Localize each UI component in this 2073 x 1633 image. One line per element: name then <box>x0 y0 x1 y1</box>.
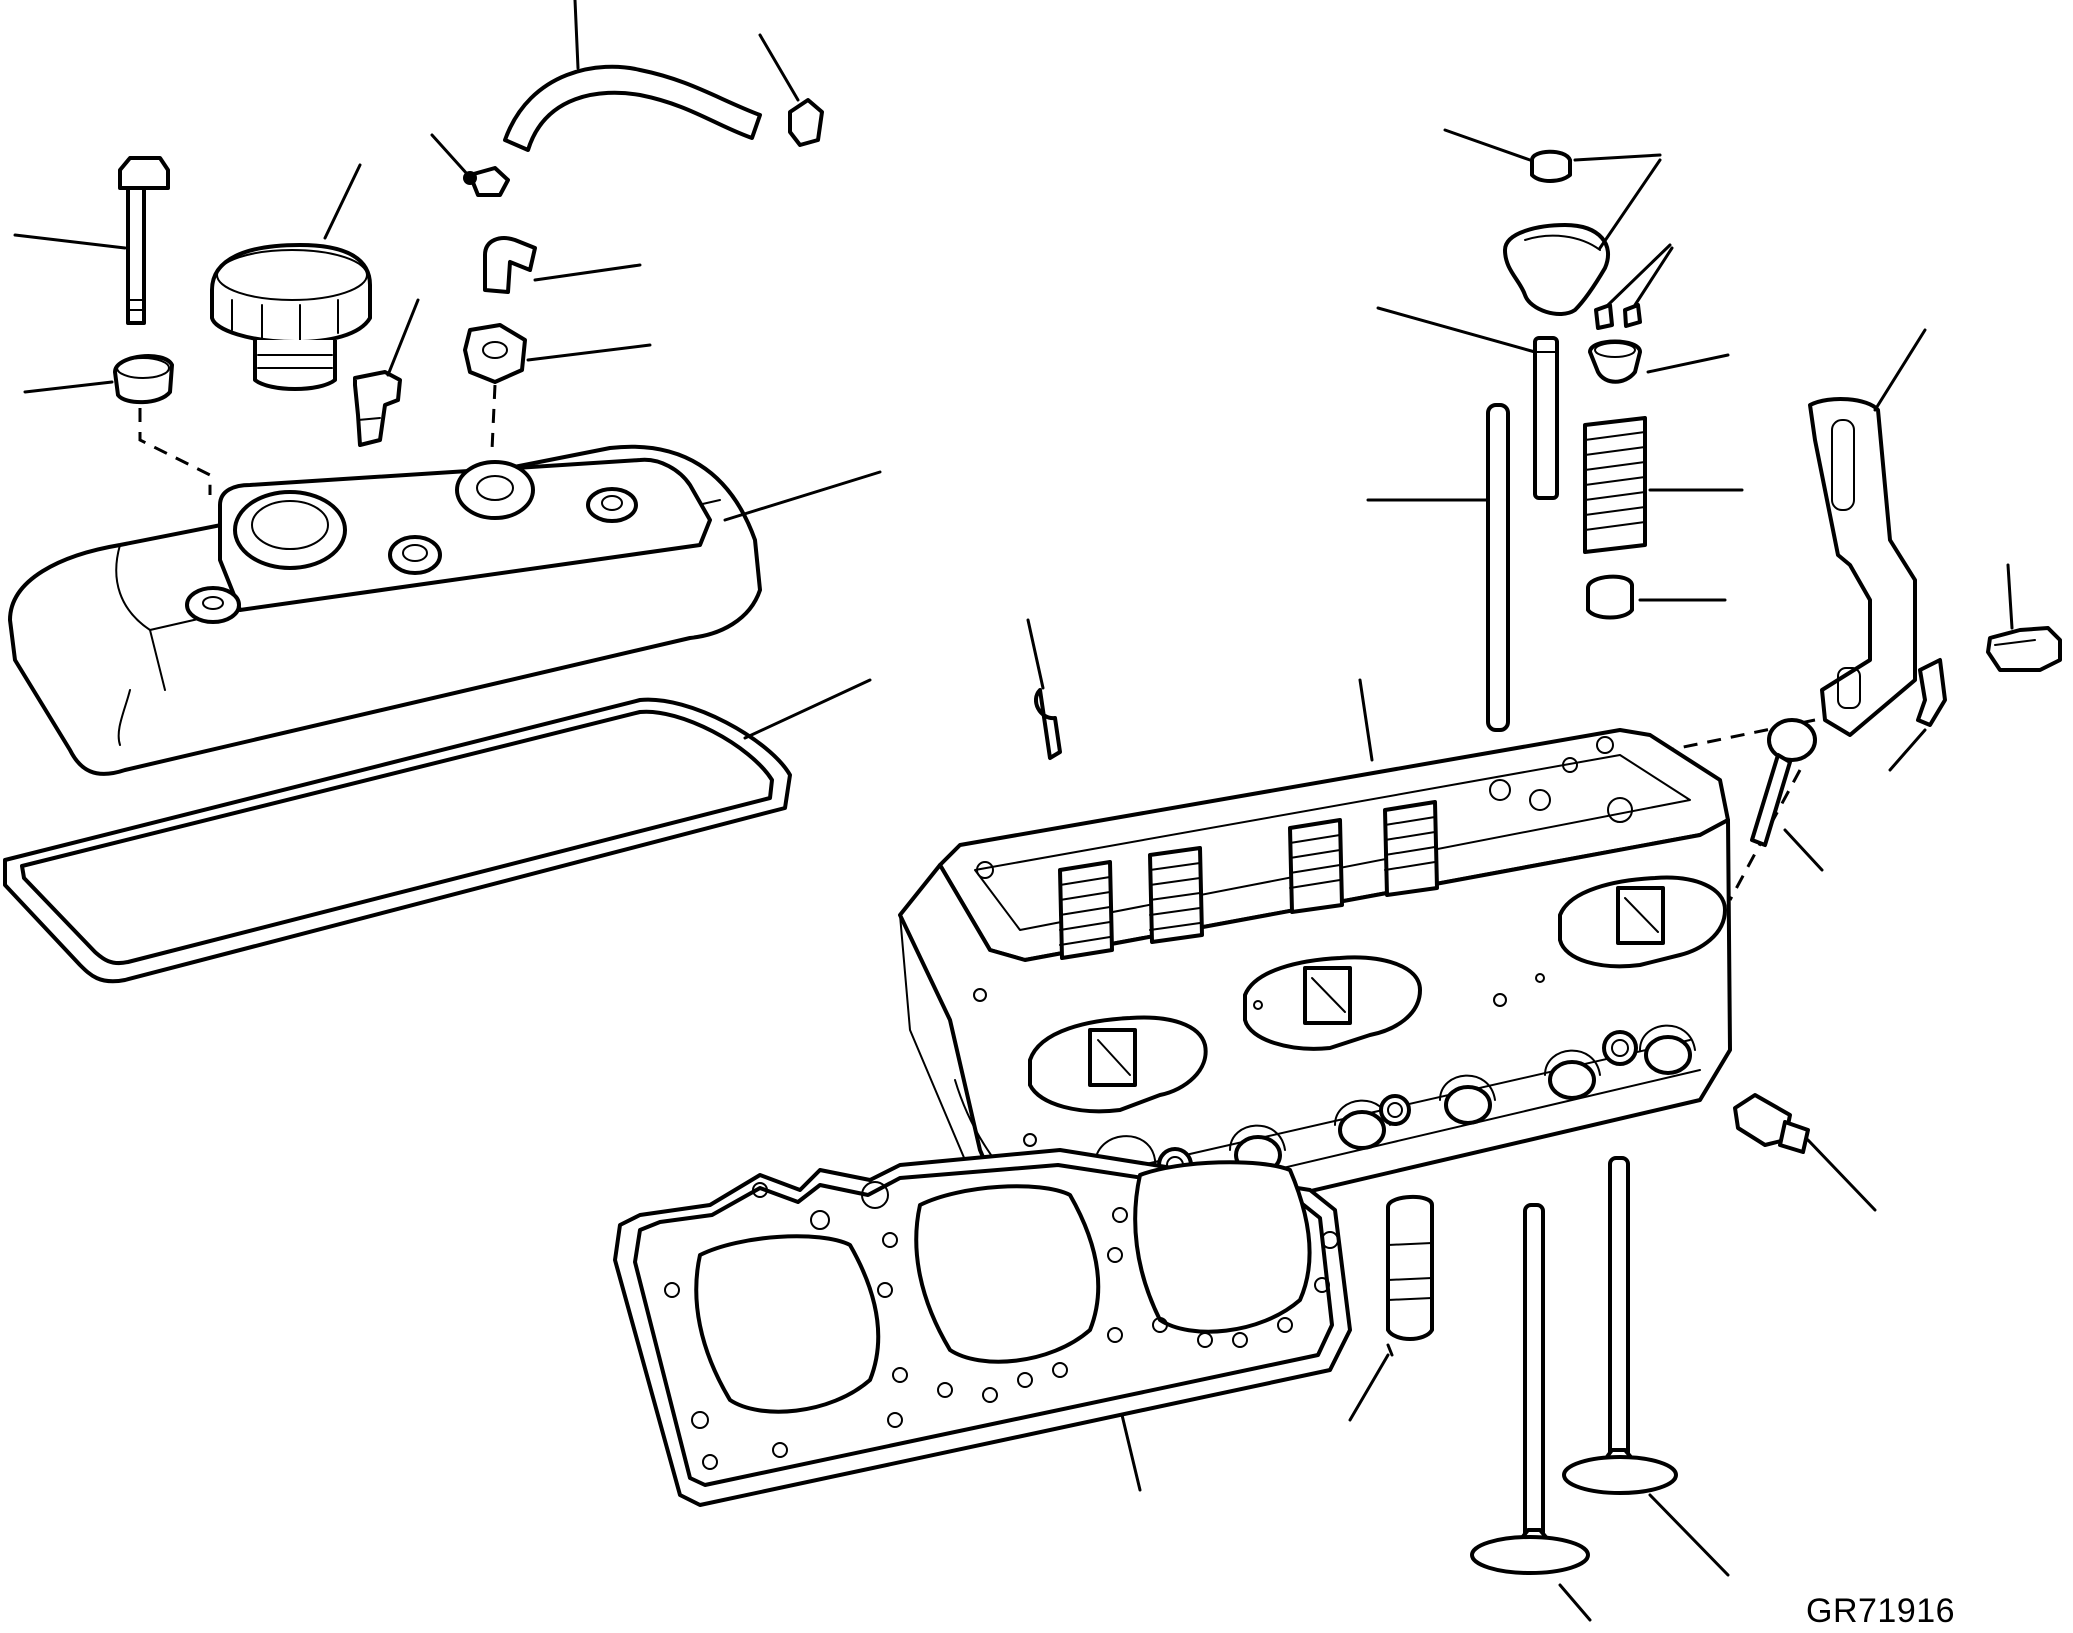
valve-cover-gasket <box>3 678 872 984</box>
breather-hose <box>503 0 762 152</box>
oil-filler-cap <box>210 163 372 391</box>
valve-guide <box>1348 1194 1434 1422</box>
head-gasket <box>613 1148 1352 1507</box>
bolt-grommet <box>23 354 174 405</box>
cylinder-head-bolt <box>1750 718 1824 872</box>
spring-retainer <box>1588 339 1730 384</box>
lifting-bracket <box>1808 328 1927 737</box>
rocker-arm <box>1503 158 1662 316</box>
temperature-sender <box>1733 1093 1877 1212</box>
bracket-clip <box>1888 658 1947 772</box>
hose-clamp <box>758 33 824 147</box>
pushrod <box>1366 403 1510 732</box>
pcv-fitting <box>353 298 420 447</box>
rocker-shaft-pin <box>1376 306 1559 500</box>
grommet <box>463 323 652 384</box>
head-valve-springs <box>1058 800 1439 960</box>
bracket-bolt <box>1986 563 2062 672</box>
exhaust-valve <box>1562 1156 1730 1577</box>
intake-valve <box>1470 1203 1592 1622</box>
cover-bolt <box>13 156 170 325</box>
cylinder-head <box>898 678 1732 1252</box>
valve-cover <box>8 444 882 776</box>
adjusting-nut <box>1443 128 1662 183</box>
small-fitting <box>430 133 510 197</box>
drawing-code-label: GR71916 <box>1806 1592 1956 1630</box>
exhaust-ports <box>1028 875 1727 1114</box>
valve-stem-seal <box>1586 574 1727 620</box>
valve-spring <box>1583 416 1744 554</box>
valve-keepers <box>1594 243 1674 330</box>
cotter-pin <box>1026 618 1062 760</box>
elbow-fitting <box>483 236 642 294</box>
